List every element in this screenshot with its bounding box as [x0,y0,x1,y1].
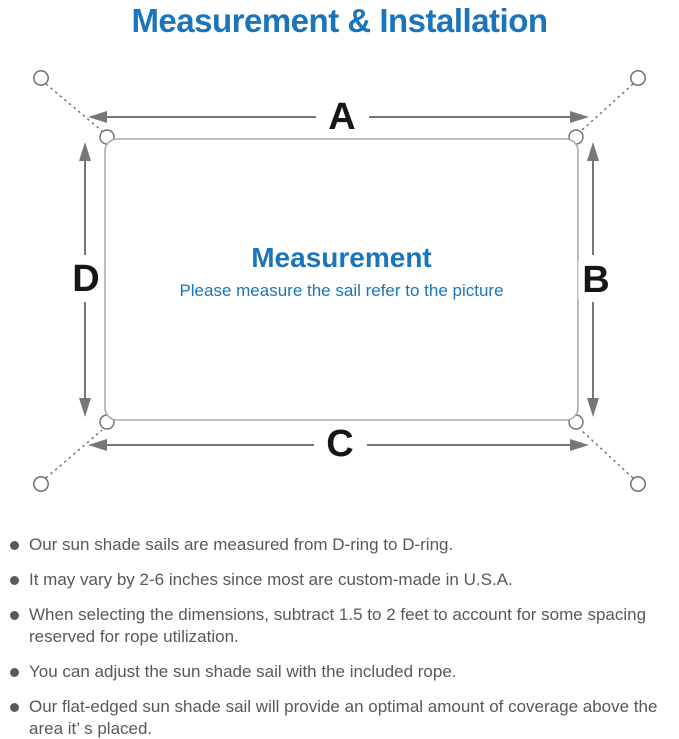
bullet-dot-icon [10,703,19,712]
arrowhead-down-icon [79,398,91,417]
list-item: You can adjust the sun shade sail with t… [8,661,673,683]
measurement-heading: Measurement [251,242,432,273]
list-item: When selecting the dimensions, subtract … [8,604,673,648]
page-title: Measurement & Installation [131,2,548,39]
note-text: You can adjust the sun shade sail with t… [29,662,457,681]
arrowhead-up-icon [79,142,91,161]
mounting-ring-icons [33,70,646,492]
list-item: It may vary by 2-6 inches since most are… [8,569,673,591]
measurement-notes-list: Our sun shade sails are measured from D-… [8,534,673,739]
dimension-label-c: C [322,425,358,463]
arrowhead-up-icon [587,142,599,161]
arrowhead-right-icon [570,111,589,123]
measurement-arrows [79,111,599,451]
rope-line-top-left [45,83,103,132]
note-text: When selecting the dimensions, subtract … [29,605,647,646]
note-text: Our flat-edged sun shade sail will provi… [29,697,658,738]
note-text: It may vary by 2-6 inches since most are… [29,570,513,589]
dimension-label-a: A [324,98,360,136]
arrowhead-down-icon [587,398,599,417]
dimension-label-d: D [68,260,104,298]
arrow-d [79,142,91,417]
bullet-dot-icon [10,611,19,620]
arrow-a [88,111,589,123]
arrow-b [587,142,599,417]
mounting-ring-icon-top-right [630,70,646,86]
bullet-dot-icon [10,576,19,585]
dimension-label-b: B [578,261,614,299]
note-text: Our sun shade sails are measured from D-… [29,535,454,554]
mounting-ring-icon-bottom-right [630,476,646,492]
arrowhead-left-icon [88,111,107,123]
arrowhead-right-icon [570,439,589,451]
sail-center-text: Measurement Please measure the sail refe… [105,242,578,301]
rope-dashed-lines [45,83,634,479]
mounting-ring-icon-top-left [33,70,49,86]
bullet-dot-icon [10,541,19,550]
rope-line-top-right [580,83,634,132]
mounting-ring-icon-bottom-left [33,476,49,492]
arrowhead-left-icon [88,439,107,451]
rope-line-bottom-right [580,429,634,479]
list-item: Our flat-edged sun shade sail will provi… [8,696,673,739]
bullet-dot-icon [10,668,19,677]
sail-outline [104,138,579,421]
measurement-subheading: Please measure the sail refer to the pic… [179,281,504,300]
list-item: Our sun shade sails are measured from D-… [8,534,673,556]
rope-line-bottom-left [45,429,103,479]
arrow-c [88,439,589,451]
